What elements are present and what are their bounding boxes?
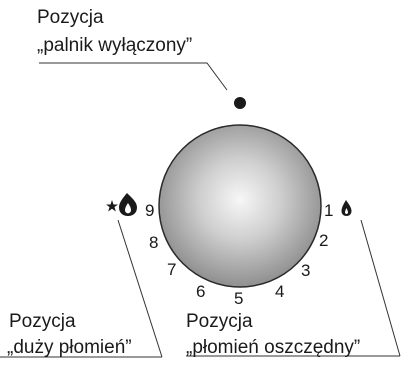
dial-number-6: 6 (196, 282, 205, 301)
big-flame-leader-line (117, 219, 163, 358)
dial-number-8: 8 (149, 233, 158, 252)
big-flame-title: Pozycja (9, 311, 76, 332)
off-position-title: Pozycja (37, 7, 104, 28)
off-marker-dot (234, 97, 246, 109)
eco-flame-title: Pozycja (186, 311, 253, 332)
knob[interactable] (158, 124, 322, 288)
eco-flame-leader-line (360, 219, 401, 357)
dial-number-4: 4 (275, 282, 284, 301)
star-icon (106, 200, 118, 212)
dial-number-3: 3 (301, 261, 310, 280)
dial-number-1: 1 (324, 201, 333, 220)
large-flame-icon (119, 193, 137, 216)
dial-number-2: 2 (319, 231, 328, 250)
eco-flame-name: „płomień oszczędny” (186, 337, 360, 358)
big-flame-name: „duży płomień” (7, 337, 132, 358)
off-leader-line (39, 62, 228, 91)
dial-number-5: 5 (234, 289, 243, 308)
small-flame-icon (341, 200, 352, 216)
off-position-name: „palnik wyłączony” (37, 35, 192, 56)
dial-number-7: 7 (167, 260, 176, 279)
dial-number-9: 9 (145, 201, 154, 220)
